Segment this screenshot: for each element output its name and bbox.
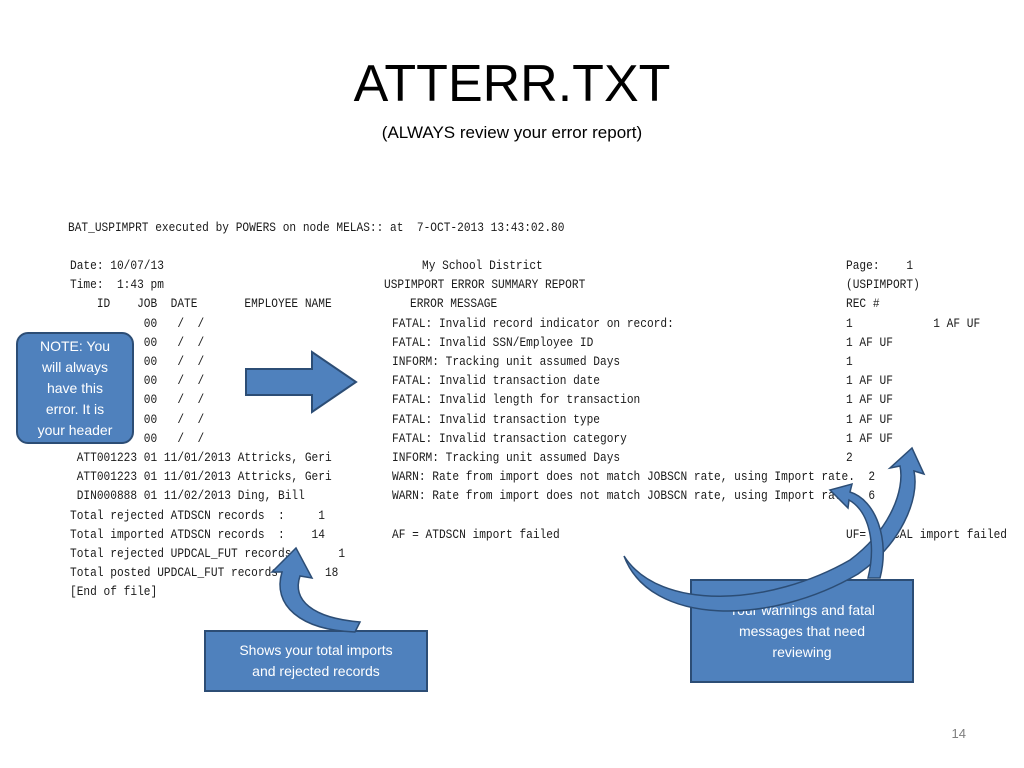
report-header-line: BAT_USPIMPRT executed by POWERS on node … <box>68 220 565 235</box>
report-line-right: Page: 1 <box>846 258 914 273</box>
report-line-message: INFORM: Tracking unit assumed Days <box>392 354 621 369</box>
report-line-left: 00 / / <box>70 392 205 408</box>
curved-arrow-warnings-icon <box>623 446 926 612</box>
curved-arrow-warn-row-icon <box>828 482 884 579</box>
note-callout-line: your header <box>37 421 113 438</box>
report-line-left: ATT001223 01 11/01/2013 Attricks, Geri <box>70 469 332 485</box>
report-line-right: 2 <box>846 450 853 465</box>
report-line-message: WARN: Rate from import does not match JO… <box>392 469 876 485</box>
report-line-left: [End of file] <box>70 584 158 600</box>
report-line-right: 1 AF UF <box>846 392 893 408</box>
report-line-right: 1 AF UF <box>846 373 893 389</box>
slide-subtitle: (ALWAYS review your error report) <box>381 123 643 142</box>
note-callout-line: will always <box>41 358 109 375</box>
report-line-left: 00 / / <box>70 315 205 331</box>
warnings-callout-line: messages that need <box>738 622 866 639</box>
report-line-message: INFORM: Tracking unit assumed Days <box>392 450 621 465</box>
report-line-right: 1 AF UF <box>846 411 893 427</box>
report-line-left: DIN000888 01 11/02/2013 Ding, Bill <box>70 488 305 504</box>
report-line-left: Total rejected ATDSCN records : 1 <box>70 507 325 523</box>
report-line-message: FATAL: Invalid transaction category <box>392 430 627 446</box>
report-line-left: 00 / / <box>70 430 205 446</box>
report-line-message: WARN: Rate from import does not match JO… <box>392 488 876 504</box>
report-line-left: 00 / / <box>70 354 205 369</box>
note-callout: NOTE: You will always have this error. I… <box>16 332 134 444</box>
slide-title: ATTERR.TXT <box>353 55 671 113</box>
report-line-message: FATAL: Invalid transaction type <box>392 411 600 427</box>
note-callout-line: error. It is <box>45 400 105 417</box>
report-line-left: 00 / / <box>70 373 205 389</box>
report-line-left: 00 / / <box>70 411 205 427</box>
block-arrow-right-icon <box>245 350 358 414</box>
note-callout-line: NOTE: You <box>39 337 111 354</box>
report-line-right: 1 <box>846 354 853 369</box>
note-callout-line: have this <box>46 379 104 396</box>
report-line-message: FATAL: Invalid transaction date <box>392 373 600 389</box>
report-line-left: Total posted UPDCAL_FUT records 18 <box>70 565 339 581</box>
imports-callout: Shows your total imports and rejected re… <box>204 630 428 692</box>
report-line-left: Date: 10/07/13 <box>70 258 164 273</box>
report-line-left: ID JOB DATE EMPLOYEE NAME <box>70 296 332 312</box>
error-report-printout: BAT_USPIMPRT executed by POWERS on node … <box>68 212 928 608</box>
report-line-right: 1 AF UF <box>846 334 893 350</box>
report-line-message: FATAL: Invalid record indicator on recor… <box>392 315 674 331</box>
report-line-message: FATAL: Invalid SSN/Employee ID <box>392 334 594 350</box>
report-line-right: (USPIMPORT) <box>846 277 920 293</box>
report-line-left: Time: 1:43 pm <box>70 277 164 293</box>
report-line-center: USPIMPORT ERROR SUMMARY REPORT <box>384 277 586 293</box>
imports-callout-line: and rejected records <box>252 663 380 679</box>
imports-callout-line: Shows your total imports <box>239 642 393 658</box>
report-line-right: 1 AF UF <box>846 430 893 446</box>
report-line-center: ERROR MESSAGE <box>410 296 498 312</box>
report-line-message: AF = ATDSCN import failed <box>392 526 560 542</box>
report-line-right: 1 1 AF UF <box>846 315 981 331</box>
report-line-right: REC # <box>846 296 880 312</box>
report-line-left: ATT001223 01 11/01/2013 Attricks, Geri <box>70 450 332 465</box>
page-number: 14 <box>951 726 966 741</box>
report-line-left: Total rejected UPDCAL_FUT records: 1 <box>70 546 346 561</box>
report-line-center: My School District <box>422 258 543 273</box>
report-line-message: FATAL: Invalid length for transaction <box>392 392 641 408</box>
report-line-left: Total imported ATDSCN records : 14 <box>70 526 325 542</box>
report-line-left: 00 / / <box>70 334 205 350</box>
curved-arrow-totals-icon <box>270 546 362 633</box>
warnings-callout-line: reviewing <box>772 643 832 660</box>
